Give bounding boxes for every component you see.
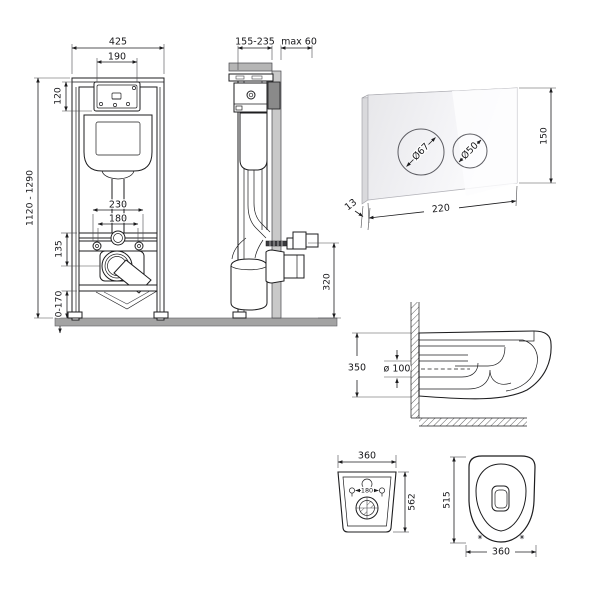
dim-drain-drop: 135 bbox=[52, 232, 100, 267]
height-range-label: 1120 - 1290 bbox=[25, 170, 36, 226]
trap-cylinder bbox=[230, 237, 268, 311]
flush-plate-side bbox=[267, 81, 281, 110]
bowl-height-label: 350 bbox=[348, 363, 366, 374]
depth-range-label: 155-235 bbox=[235, 37, 275, 48]
dim-plan-length: 515 bbox=[440, 456, 466, 544]
dim-frame-width: 425 bbox=[71, 35, 165, 74]
cistern-side bbox=[239, 112, 268, 171]
water-inlet bbox=[110, 230, 126, 246]
dim-plan-width: 360 bbox=[465, 545, 537, 559]
drain-drop-label: 135 bbox=[54, 240, 65, 258]
frame-front-view: 425 190 120 1120 - 1290 230 180 bbox=[23, 35, 169, 321]
drain-outlet bbox=[99, 250, 152, 294]
dim-box-height: 120 bbox=[51, 81, 92, 112]
dim-back-depth: 562 bbox=[393, 471, 419, 533]
plate-left-edge bbox=[361, 94, 369, 205]
flush-pipe bbox=[101, 170, 135, 236]
box-height-label: 120 bbox=[53, 87, 64, 105]
ceiling-bracket bbox=[228, 62, 273, 72]
bolt-cap-left bbox=[477, 534, 483, 540]
outlet-height-label: 320 bbox=[322, 273, 333, 291]
cutout-width-label: 190 bbox=[108, 52, 126, 63]
floor-hatch bbox=[411, 417, 527, 427]
bowl-plan-view: 515 360 bbox=[440, 455, 537, 559]
cistern bbox=[83, 114, 153, 172]
dim-finish-max: max 60 bbox=[280, 35, 318, 60]
dim-height-range: 1120 - 1290 bbox=[23, 77, 70, 319]
dim-plate-width: 220 bbox=[367, 185, 518, 224]
bowl-plan-body bbox=[468, 455, 536, 543]
fixing-bolt-left bbox=[92, 241, 102, 251]
frame-side-view: 155-235 max 60 320 bbox=[228, 35, 341, 319]
frame-width-label: 425 bbox=[109, 37, 127, 48]
feet-range-label: 0-170 bbox=[54, 291, 65, 318]
outlet-opening bbox=[491, 485, 510, 512]
fixing-bolt-right bbox=[134, 241, 144, 251]
floor-line bbox=[54, 317, 338, 334]
bowl-back-body bbox=[337, 471, 397, 533]
dim-plate-height: 150 bbox=[519, 87, 556, 184]
lower-bar-and-vee bbox=[78, 284, 158, 310]
dim-outlet-height: 320 bbox=[308, 242, 341, 319]
dim-depth-range: 155-235 bbox=[234, 35, 276, 70]
plate-thickness-label: 13 bbox=[343, 197, 359, 213]
dim-cutout-width: 190 bbox=[96, 50, 138, 82]
dim-feet-range: 0-170 bbox=[52, 289, 77, 319]
control-box-side bbox=[233, 82, 268, 113]
bowl-side-view: 350 ø 100 bbox=[347, 302, 552, 427]
dim-back-width: 360 bbox=[337, 449, 397, 468]
drain-symbol bbox=[355, 496, 379, 520]
drain-connector bbox=[265, 249, 305, 284]
plate-height-label: 150 bbox=[539, 127, 550, 145]
back-depth-label: 562 bbox=[407, 493, 418, 511]
back-width-label: 360 bbox=[358, 451, 376, 462]
inlet-hole bbox=[361, 478, 373, 490]
bowl-profile bbox=[418, 330, 552, 400]
bolt-hole-right bbox=[379, 487, 385, 497]
bolt-cap-right bbox=[519, 534, 525, 540]
spacing-inner-label: 180 bbox=[109, 214, 127, 225]
wall bbox=[271, 70, 282, 319]
plan-width-label: 360 bbox=[492, 547, 510, 558]
flush-plate-view: Ø67 Ø50 150 220 13 bbox=[342, 87, 556, 231]
outlet-diameter-label: ø 100 bbox=[384, 364, 411, 375]
dim-bolt-spacing: 180 bbox=[355, 485, 379, 496]
control-box bbox=[93, 81, 141, 112]
spacing-outer-label: 230 bbox=[109, 200, 127, 211]
bolt-hole-left bbox=[349, 487, 355, 497]
flush-pipe-side bbox=[247, 170, 271, 239]
dim-spacing-inner: 180 bbox=[97, 212, 139, 241]
dim-bowl-height: 350 bbox=[347, 332, 411, 398]
bolt-spacing-label: 180 bbox=[361, 487, 373, 495]
plan-length-label: 515 bbox=[442, 491, 453, 509]
plate-width-label: 220 bbox=[431, 203, 450, 216]
dim-outlet-diameter: ø 100 bbox=[382, 350, 412, 388]
dim-plate-thickness: 13 bbox=[342, 196, 371, 231]
dim-spacing-outer: 230 bbox=[92, 198, 144, 241]
flush-connector bbox=[265, 231, 319, 250]
finish-max-label: max 60 bbox=[281, 37, 317, 48]
wall-hatch bbox=[410, 302, 420, 418]
bowl-back-view: 360 180 562 bbox=[337, 449, 419, 533]
